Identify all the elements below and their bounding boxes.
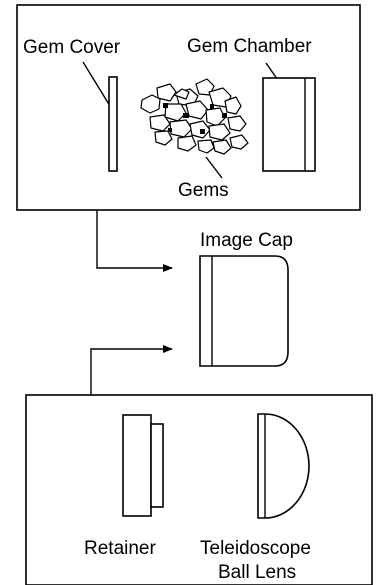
gems-label: Gems: [178, 180, 229, 201]
retainer-label: Retainer: [84, 538, 156, 559]
gem-cover-label: Gem Cover: [23, 37, 121, 58]
gem-cover-plate: [108, 76, 118, 172]
lens-group-box: [25, 394, 373, 585]
ball-lens-part: [257, 413, 310, 519]
gems-cluster: [140, 78, 249, 155]
retainer-part: [122, 414, 164, 517]
gem-group-arrow: [96, 210, 173, 272]
teleidoscope-label-line2: Ball Lens: [218, 562, 296, 583]
teleidoscope-label-line1: Teleidoscope: [200, 538, 311, 559]
gem-chamber-label: Gem Chamber: [187, 36, 312, 57]
lens-group-arrow: [90, 345, 173, 395]
image-cap-label: Image Cap: [200, 230, 293, 251]
image-cap-part: [199, 255, 289, 367]
gems-leader-line: [205, 156, 223, 179]
gem-cover-leader-line: [82, 61, 111, 107]
gem-chamber-part: [262, 77, 316, 172]
